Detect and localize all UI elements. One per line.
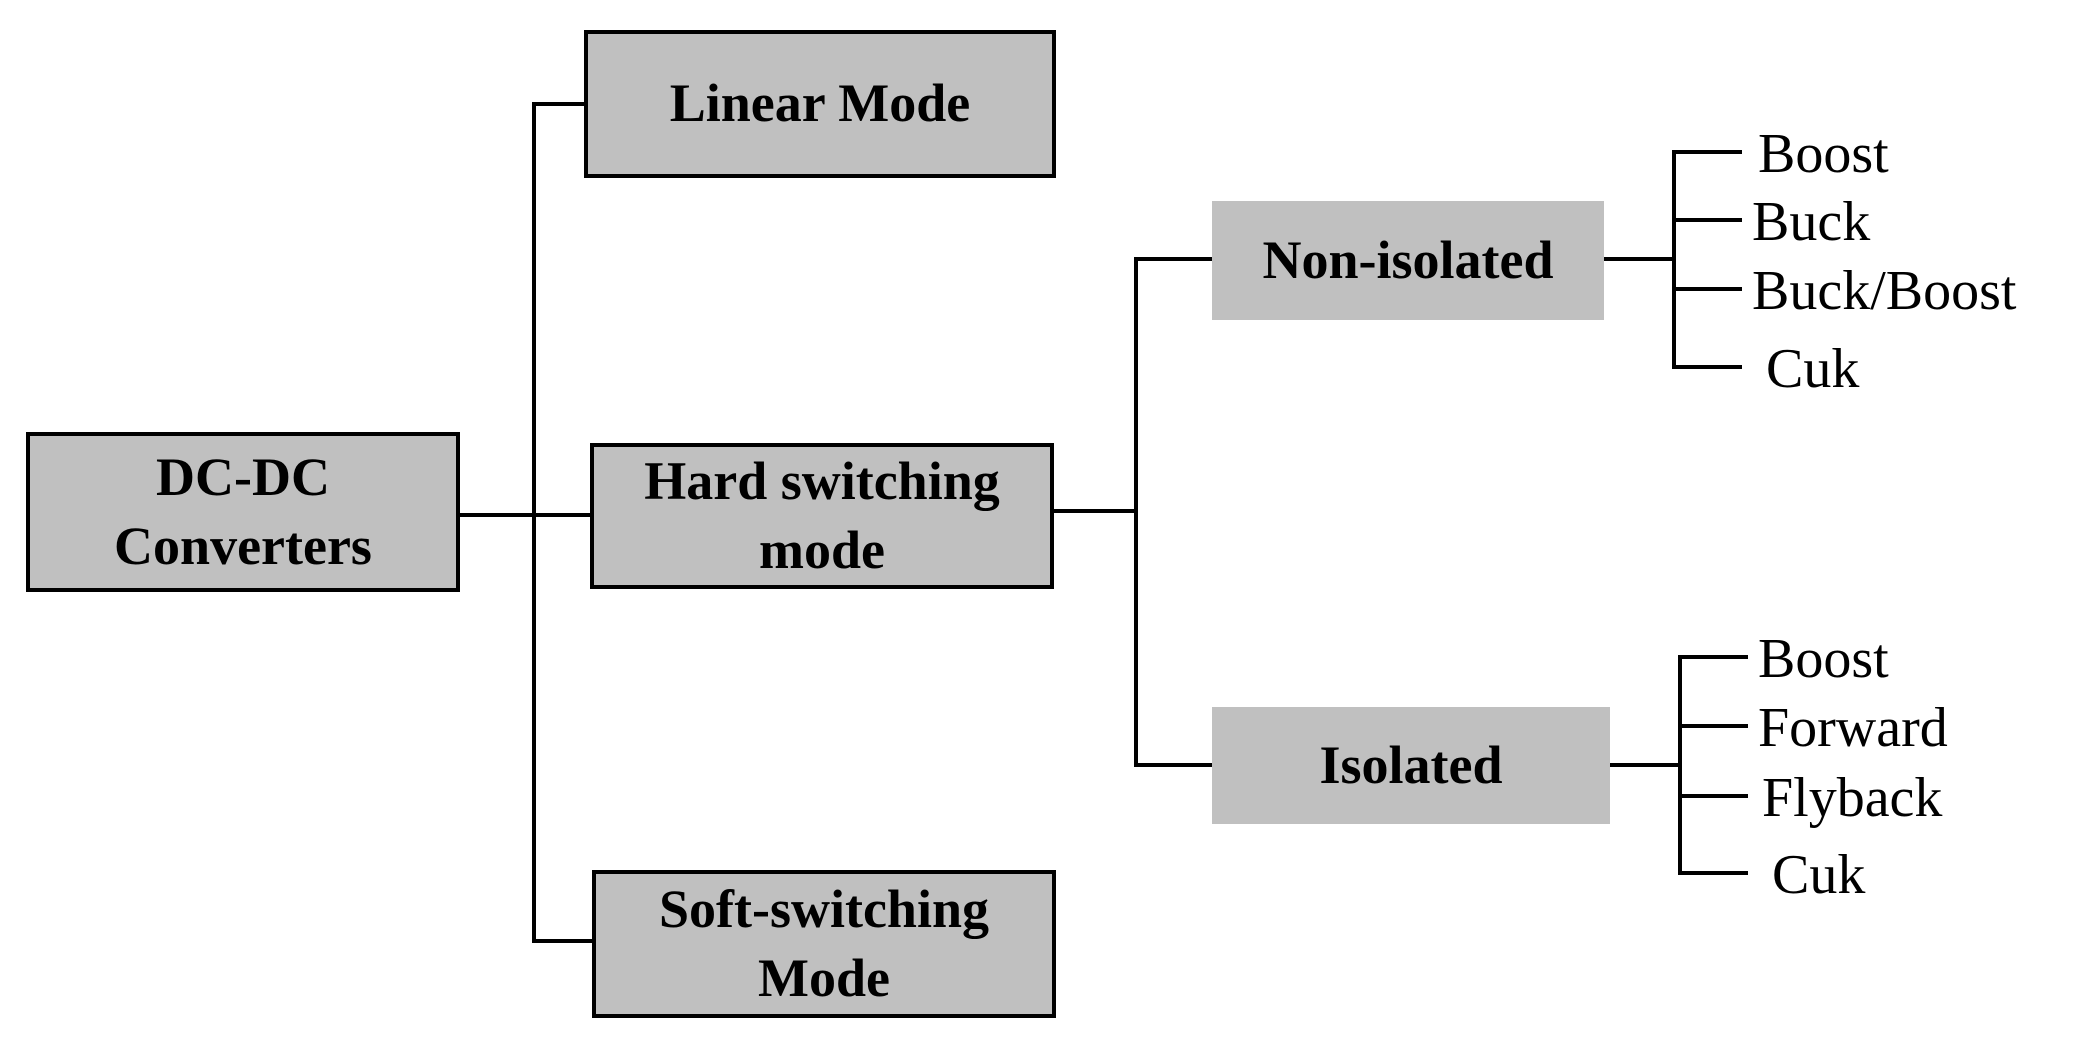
root-node-label-line2: Converters xyxy=(114,516,372,576)
hard-switching-label-line2: mode xyxy=(759,520,885,580)
non-isolated-box: Non-isolated xyxy=(1212,201,1604,320)
non-isolated-boost: Boost xyxy=(1758,123,1889,185)
non-isolated-label: Non-isolated xyxy=(1262,229,1554,290)
isolated-flyback: Flyback xyxy=(1762,767,1943,829)
isolated-label: Isolated xyxy=(1319,734,1503,795)
non-isolated-cuk: Cuk xyxy=(1766,338,1860,400)
isolated-cuk: Cuk xyxy=(1772,844,1866,906)
hard-switching-label-line1: Hard switching xyxy=(644,450,1000,511)
root-node-label-line1: DC-DC xyxy=(156,446,330,507)
soft-switching-label-line2: Mode xyxy=(758,948,890,1008)
isolated-forward: Forward xyxy=(1758,697,1948,759)
non-isolated-buck-boost: Buck/Boost xyxy=(1752,260,2017,322)
isolated-boost: Boost xyxy=(1758,628,1889,690)
isolated-box: Isolated xyxy=(1212,707,1610,824)
linear-mode-box: Linear Mode xyxy=(584,30,1056,178)
soft-switching-box: Soft-switching Mode xyxy=(592,870,1056,1018)
non-isolated-buck: Buck xyxy=(1752,191,1871,253)
linear-mode-label: Linear Mode xyxy=(669,73,971,134)
soft-switching-label-line1: Soft-switching xyxy=(658,878,989,939)
hard-switching-box: Hard switching mode xyxy=(590,443,1054,589)
root-node-box: DC-DC Converters xyxy=(26,432,460,592)
